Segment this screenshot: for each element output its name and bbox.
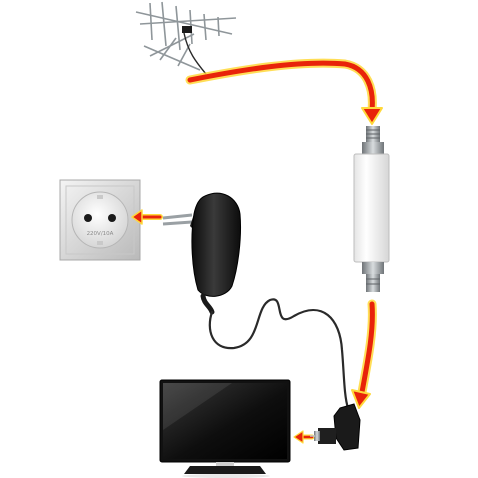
amplifier-icon bbox=[353, 126, 390, 292]
wall-socket-icon: 220V/10A bbox=[59, 179, 141, 261]
socket-rating-label: 220V/10A bbox=[87, 231, 114, 237]
power-cable bbox=[208, 298, 350, 410]
signal-arrow-amplifier-to-tv bbox=[351, 299, 377, 409]
power-arrow-to-socket bbox=[131, 209, 163, 225]
antenna-icon bbox=[135, 1, 237, 75]
signal-arrow-antenna-to-amplifier bbox=[185, 58, 383, 125]
tv-icon bbox=[159, 379, 291, 478]
power-adapter-icon bbox=[162, 192, 241, 315]
signal-arrow-to-tv bbox=[293, 430, 315, 444]
coax-plug-icon bbox=[310, 403, 361, 451]
